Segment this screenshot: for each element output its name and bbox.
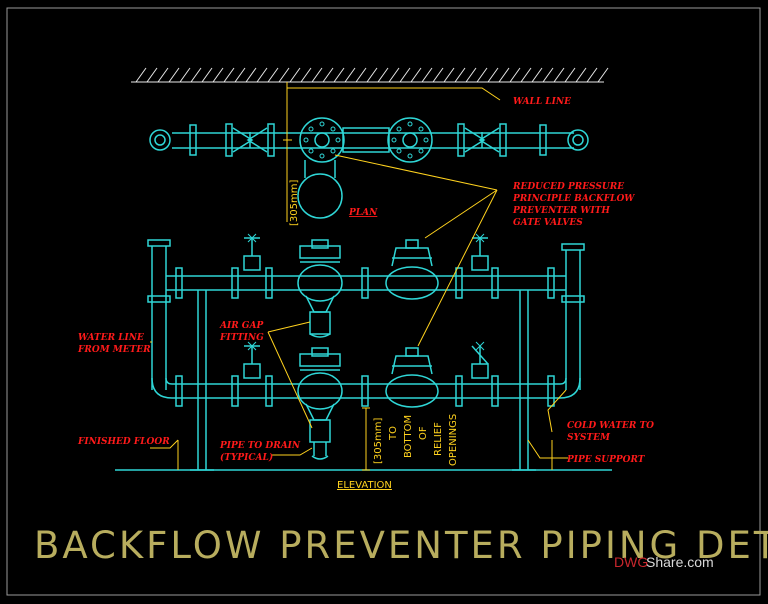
rpz-label-line-2: PRINCIPLE BACKFLOW bbox=[512, 194, 635, 204]
plan-label: PLAN bbox=[348, 208, 378, 218]
wall-line-label: WALL LINE bbox=[513, 97, 571, 107]
svg-text:OF: OF bbox=[418, 426, 429, 440]
hatch-stroke bbox=[190, 67, 202, 83]
svg-text:OPENINGS: OPENINGS bbox=[448, 414, 459, 466]
hatch-stroke bbox=[256, 67, 268, 83]
hatch-stroke bbox=[135, 67, 147, 83]
hatch-stroke bbox=[289, 67, 301, 83]
hatch-stroke bbox=[366, 67, 378, 83]
svg-text:[305mm]: [305mm] bbox=[373, 418, 384, 464]
air-gap-label-2: FITTING bbox=[219, 333, 264, 343]
hatch-stroke bbox=[355, 67, 367, 83]
water-line-label-2: FROM METER bbox=[77, 345, 151, 355]
hatch-stroke bbox=[278, 67, 290, 83]
cold-water-label-1: COLD WATER TO bbox=[567, 421, 654, 431]
air-gap-label-1: AIR GAP bbox=[219, 321, 263, 331]
hatch-stroke bbox=[267, 67, 279, 83]
hatch-stroke bbox=[168, 67, 180, 83]
hatch-stroke bbox=[179, 67, 191, 83]
drawing-title: BACKFLOW PREVENTER PIPING DETAIL bbox=[34, 524, 768, 567]
hatch-stroke bbox=[300, 67, 312, 83]
cold-water-label-2: SYSTEM bbox=[567, 433, 611, 443]
valve-handwheels bbox=[247, 233, 485, 351]
svg-text:RELIEF: RELIEF bbox=[433, 422, 444, 456]
plan-dimension-text: [305mm] bbox=[289, 180, 300, 226]
hatch-stroke bbox=[597, 67, 609, 83]
relief-dimension bbox=[362, 407, 370, 471]
watermark-part-2: Share.com bbox=[646, 554, 714, 570]
hatch-stroke bbox=[234, 67, 246, 83]
hatch-stroke bbox=[509, 67, 521, 83]
svg-text:BOTTOM: BOTTOM bbox=[403, 415, 414, 458]
rpz-label-line-1: REDUCED PRESSURE bbox=[512, 182, 624, 192]
floor-slab bbox=[177, 440, 553, 470]
hatch-stroke bbox=[564, 67, 576, 83]
hatch-stroke bbox=[553, 67, 565, 83]
hatch-stroke bbox=[201, 67, 213, 83]
hatch-stroke bbox=[388, 67, 400, 83]
hatch-stroke bbox=[498, 67, 510, 83]
hatch-stroke bbox=[245, 67, 257, 83]
elevation-label: ELEVATION bbox=[337, 480, 392, 491]
plan-view bbox=[149, 117, 589, 219]
hatch-stroke bbox=[586, 67, 598, 83]
hatch-stroke bbox=[157, 67, 169, 83]
hatch-stroke bbox=[344, 67, 356, 83]
drain-label-2: (TYPICAL) bbox=[220, 452, 273, 463]
drain-label-1: PIPE TO DRAIN bbox=[219, 441, 301, 451]
wall-hatch bbox=[131, 67, 609, 83]
hatch-stroke bbox=[322, 67, 334, 83]
plan-dimension bbox=[283, 88, 292, 222]
hatch-stroke bbox=[432, 67, 444, 83]
relief-dimension-text: [305mm] TO BOTTOM OF RELIEF OPENINGS bbox=[373, 414, 459, 466]
hatch-stroke bbox=[377, 67, 389, 83]
hatch-stroke bbox=[399, 67, 411, 83]
hatch-stroke bbox=[212, 67, 224, 83]
pipe-support-label: PIPE SUPPORT bbox=[566, 455, 646, 465]
hatch-stroke bbox=[333, 67, 345, 83]
finished-floor-label: FINISHED FLOOR bbox=[77, 437, 170, 447]
wall-line-leader bbox=[286, 82, 501, 101]
watermark: DWG Share.com bbox=[614, 554, 714, 570]
watermark-part-1: DWG bbox=[614, 554, 648, 570]
leader-lines bbox=[150, 154, 568, 459]
hatch-stroke bbox=[443, 67, 455, 83]
hatch-stroke bbox=[223, 67, 235, 83]
hatch-stroke bbox=[465, 67, 477, 83]
plan-bolt-holes bbox=[303, 121, 429, 159]
hatch-stroke bbox=[311, 67, 323, 83]
water-line-label-1: WATER LINE bbox=[78, 333, 144, 343]
hatch-stroke bbox=[542, 67, 554, 83]
hatch-stroke bbox=[454, 67, 466, 83]
rpz-label-line-3: PREVENTER WITH bbox=[512, 206, 610, 216]
hatch-stroke bbox=[146, 67, 158, 83]
hatch-stroke bbox=[531, 67, 543, 83]
hatch-stroke bbox=[421, 67, 433, 83]
svg-text:TO: TO bbox=[388, 426, 399, 441]
hatch-stroke bbox=[520, 67, 532, 83]
rpz-label-line-4: GATE VALVES bbox=[513, 218, 583, 228]
hatch-stroke bbox=[487, 67, 499, 83]
hatch-stroke bbox=[476, 67, 488, 83]
hatch-stroke bbox=[410, 67, 422, 83]
drawing-frame bbox=[6, 7, 761, 596]
hatch-stroke bbox=[575, 67, 587, 83]
